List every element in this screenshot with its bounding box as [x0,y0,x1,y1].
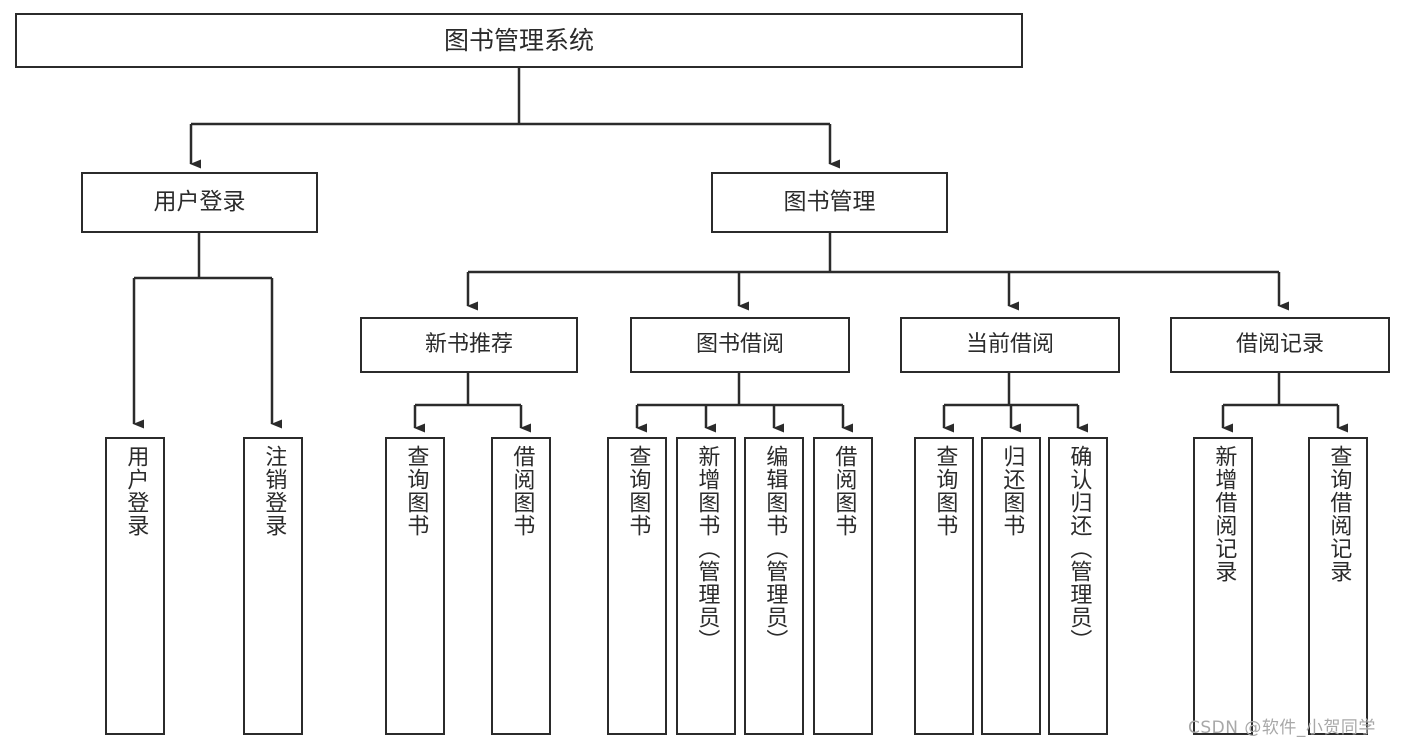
node-label: 用户登录 [153,189,246,215]
node-new-book-recommendation[interactable]: 新书推荐 [360,317,578,373]
node-label: 借阅图书 [509,445,535,537]
leaf-borrow-record-add-record[interactable]: 新增借阅记录 [1193,437,1253,735]
node-label: 查询图书 [625,445,651,537]
node-label: 新书推荐 [424,332,513,357]
leaf-current-borrow-return-book[interactable]: 归还图书 [981,437,1041,735]
leaf-borrow-record-query-record[interactable]: 查询借阅记录 [1308,437,1368,735]
leaf-book-borrow-borrow-book[interactable]: 借阅图书 [813,437,873,735]
leaf-book-borrow-query-book[interactable]: 查询图书 [607,437,667,735]
leaf-user-login-logout[interactable]: 注销登录 [243,437,303,735]
node-label: 用户登录 [123,445,149,537]
leaf-book-borrow-add-book-admin[interactable]: 新增图书（管理员） [676,437,736,735]
connector-lines [132,68,1348,433]
leaf-current-borrow-confirm-return-admin[interactable]: 确认归还（管理员） [1048,437,1108,735]
node-label: 确认归还（管理员） [1066,445,1092,652]
node-label: 借阅记录 [1235,332,1324,357]
node-label: 图书管理系统 [443,26,594,55]
node-label: 注销登录 [261,445,287,537]
node-label: 查询图书 [403,445,429,537]
node-label: 查询图书 [932,445,958,537]
node-root-book-management-system[interactable]: 图书管理系统 [15,13,1023,68]
node-borrow-record[interactable]: 借阅记录 [1170,317,1390,373]
node-label: 查询借阅记录 [1326,445,1352,583]
node-label: 图书借阅 [695,332,784,357]
csdn-watermark: CSDN @软件_小贺同学 [1188,718,1376,738]
node-label: 图书管理 [783,189,876,215]
leaf-new-book-borrow-book[interactable]: 借阅图书 [491,437,551,735]
leaf-current-borrow-query-book[interactable]: 查询图书 [914,437,974,735]
leaf-user-login-login[interactable]: 用户登录 [105,437,165,735]
node-book-borrow[interactable]: 图书借阅 [630,317,850,373]
node-label: 编辑图书（管理员） [762,445,788,652]
node-label: 借阅图书 [831,445,857,537]
node-user-login[interactable]: 用户登录 [81,172,318,233]
node-book-management[interactable]: 图书管理 [711,172,948,233]
node-label: 当前借阅 [965,332,1054,357]
leaf-new-book-query-book[interactable]: 查询图书 [385,437,445,735]
node-label: 新增借阅记录 [1211,445,1237,583]
node-label: 新增图书（管理员） [694,445,720,652]
leaf-book-borrow-edit-book-admin[interactable]: 编辑图书（管理员） [744,437,804,735]
node-current-borrow[interactable]: 当前借阅 [900,317,1120,373]
node-label: 归还图书 [999,445,1025,537]
